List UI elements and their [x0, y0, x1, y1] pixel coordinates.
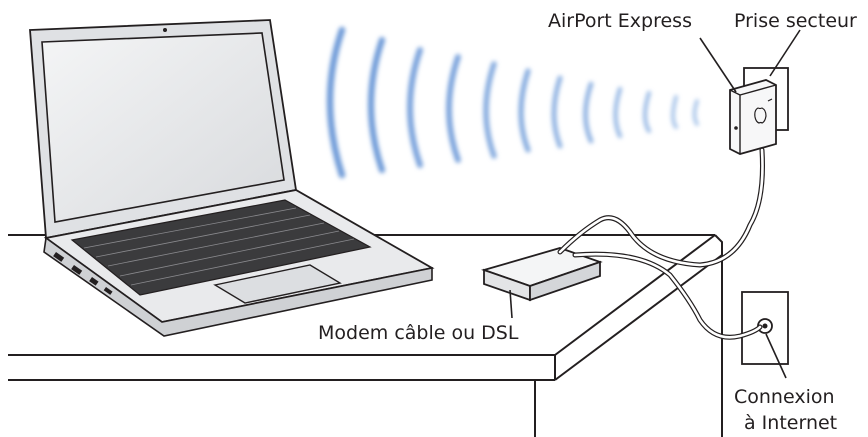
apple-logo-icon: [754, 107, 767, 124]
table-side-edge: [554, 254, 723, 381]
leader-internet: [765, 333, 787, 379]
keyboard: [70, 199, 372, 296]
table-side-top: [714, 234, 723, 255]
cables: [557, 147, 765, 340]
leader-modem: [509, 289, 513, 319]
laptop-ports: [53, 252, 113, 295]
trackpad: [213, 264, 342, 304]
label-internet-line2: à Internet: [744, 412, 837, 434]
wireless-signal-icon: [326, 26, 699, 179]
leader-airport: [699, 37, 737, 93]
internet-wall-jack: [741, 291, 789, 365]
label-modem: Modem câble ou DSL: [318, 322, 519, 344]
airport-express-device: [729, 79, 777, 155]
status-light: [734, 126, 738, 130]
laptop: [29, 19, 435, 337]
label-power-outlet: Prise secteur: [734, 10, 857, 32]
camera-icon: [163, 28, 167, 32]
cable-dsl-modem: [481, 247, 603, 302]
leader-outlet: [769, 29, 801, 77]
leader-lines: [509, 29, 801, 379]
cable-airport-to-modem: [557, 147, 765, 268]
label-internet-line1: Connexion: [734, 386, 835, 408]
keyboard-keys: [83, 207, 355, 286]
table-right-edge: [554, 234, 716, 356]
laptop-base-front: [43, 236, 433, 337]
label-airport-express: AirPort Express: [548, 10, 692, 32]
laptop-screen: [41, 32, 285, 223]
